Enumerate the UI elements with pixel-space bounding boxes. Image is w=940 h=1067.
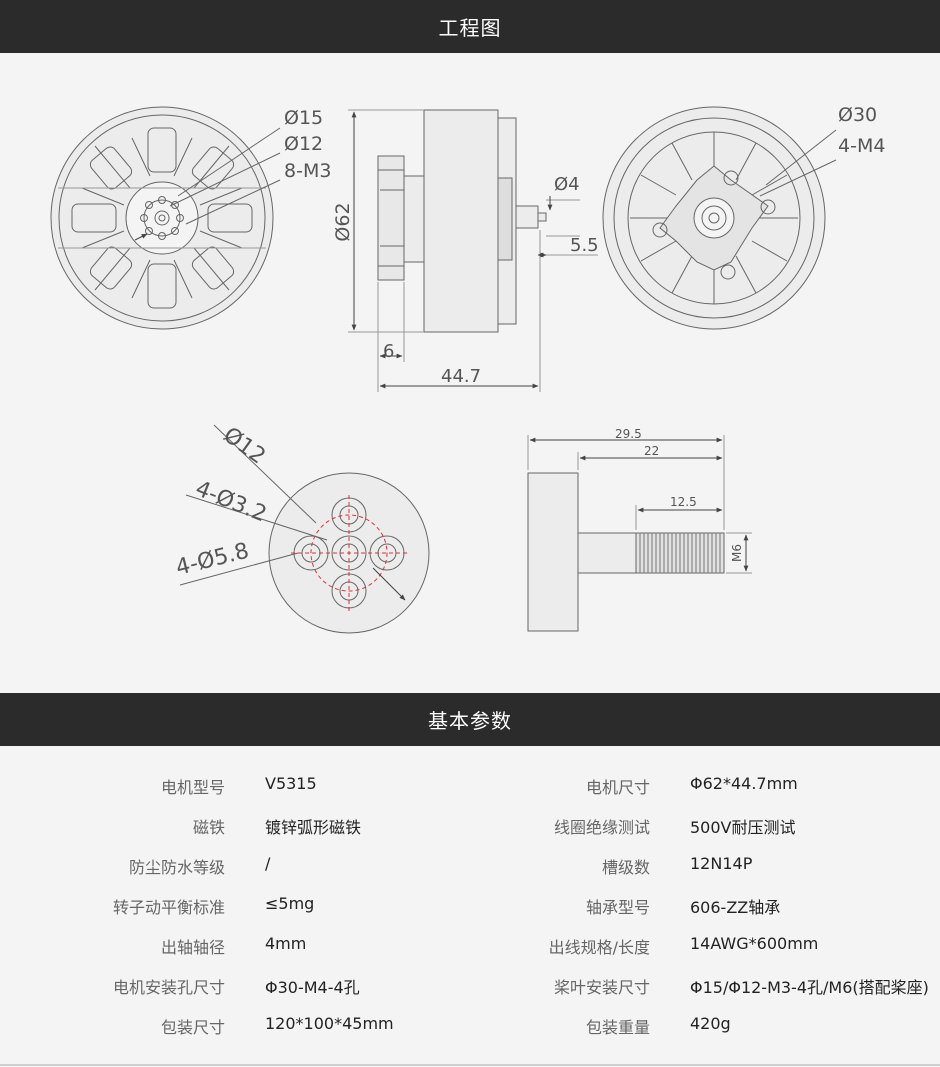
spec-row: 电机安装孔尺寸 Φ30-M4-4孔 桨叶安装尺寸 Φ15/Φ12-M3-4孔/M…: [0, 974, 940, 1014]
dim-l22: 22: [644, 444, 659, 458]
motor-back-view: [602, 106, 837, 330]
section-header-params: 基本参数: [0, 693, 940, 746]
spec-label: 出轴轴径: [160, 938, 225, 957]
spec-value: 120*100*45mm: [265, 1014, 394, 1033]
spec-value: Φ15/Φ12-M3-4孔/M6(搭配桨座): [690, 978, 929, 997]
engineering-drawing: Ø15 Ø12 8-M3 Ø62 Ø4 5.5 6 44.7 Ø30 4-M4 …: [0, 53, 940, 693]
dim-d12: Ø12: [284, 133, 323, 155]
thread-pattern: [639, 533, 721, 573]
section-title-drawing: 工程图: [438, 16, 502, 40]
spec-value: 420g: [690, 1014, 731, 1033]
spec-label: 电机尺寸: [585, 778, 650, 797]
spec-row: 磁铁 镀锌弧形磁铁 线圈绝缘测试 500V耐压测试: [0, 814, 940, 854]
spec-row: 转子动平衡标准 ≤5mg 轴承型号 606-ZZ轴承: [0, 894, 940, 934]
spec-value: 500V耐压测试: [690, 818, 796, 837]
spec-label: 电机安装孔尺寸: [112, 978, 225, 997]
drawing-canvas: Ø15 Ø12 8-M3 Ø62 Ø4 5.5 6 44.7 Ø30 4-M4 …: [50, 104, 885, 634]
dim-d62: Ø62: [332, 202, 354, 241]
dim-m3: 8-M3: [284, 160, 331, 182]
spec-label: 出线规格/长度: [548, 938, 650, 957]
dim-l295: 29.5: [615, 427, 642, 441]
spec-value: /: [265, 854, 271, 873]
spec-value: ≤5mg: [265, 894, 315, 913]
spec-row: 包装尺寸 120*100*45mm 包装重量 420g: [0, 1014, 940, 1054]
spec-value: Φ62*44.7mm: [690, 774, 798, 793]
spec-value: 镀锌弧形磁铁: [265, 818, 362, 837]
spec-value: 12N14P: [690, 854, 753, 873]
dim-prop-d12: Ø12: [218, 423, 269, 470]
spec-row: 电机型号 V5315 电机尺寸 Φ62*44.7mm: [0, 774, 940, 814]
back-slots: [630, 132, 798, 304]
dim-d30: Ø30: [838, 104, 877, 126]
prop-adapter-top-view: [179, 424, 430, 634]
spec-value: V5315: [265, 774, 317, 793]
dim-d15: Ø15: [284, 107, 323, 129]
section-title-params: 基本参数: [428, 709, 512, 733]
dim-l55: 5.5: [570, 235, 599, 256]
spec-label: 防尘防水等级: [128, 858, 225, 877]
spec-label: 磁铁: [192, 818, 225, 837]
spec-value: 14AWG*600mm: [690, 934, 819, 953]
spec-label: 转子动平衡标准: [112, 898, 225, 917]
spec-label: 线圈绝缘测试: [553, 818, 650, 837]
spec-label: 包装重量: [585, 1018, 650, 1037]
spec-label: 槽级数: [601, 858, 650, 877]
spec-table: 电机型号 V5315 电机尺寸 Φ62*44.7mm 磁铁 镀锌弧形磁铁 线圈绝…: [0, 746, 940, 1067]
motor-side-view: [348, 109, 598, 392]
dim-prop-d32: 4-Ø3.2: [192, 476, 270, 527]
spec-value: 4mm: [265, 934, 307, 953]
dim-m4: 4-M4: [838, 135, 885, 157]
dim-d4: Ø4: [554, 174, 580, 195]
dim-m6: M6: [730, 544, 744, 562]
spec-label: 电机型号: [160, 778, 225, 797]
spec-value: 606-ZZ轴承: [690, 898, 781, 917]
dim-l447: 44.7: [441, 366, 481, 387]
dim-l6: 6: [383, 341, 394, 362]
spec-label: 包装尺寸: [160, 1018, 225, 1037]
bottom-divider: [0, 1064, 940, 1066]
prop-adapter-side-view: [527, 435, 752, 632]
spec-label: 桨叶安装尺寸: [553, 978, 650, 997]
section-header-drawing: 工程图: [0, 0, 940, 53]
motor-front-view: [50, 106, 281, 330]
spec-row: 出轴轴径 4mm 出线规格/长度 14AWG*600mm: [0, 934, 940, 974]
dim-prop-d58: 4-Ø5.8: [173, 539, 251, 581]
spec-row: 防尘防水等级 / 槽级数 12N14P: [0, 854, 940, 894]
dim-l125: 12.5: [670, 495, 697, 509]
spec-value: Φ30-M4-4孔: [265, 978, 360, 997]
spec-label: 轴承型号: [585, 898, 650, 917]
